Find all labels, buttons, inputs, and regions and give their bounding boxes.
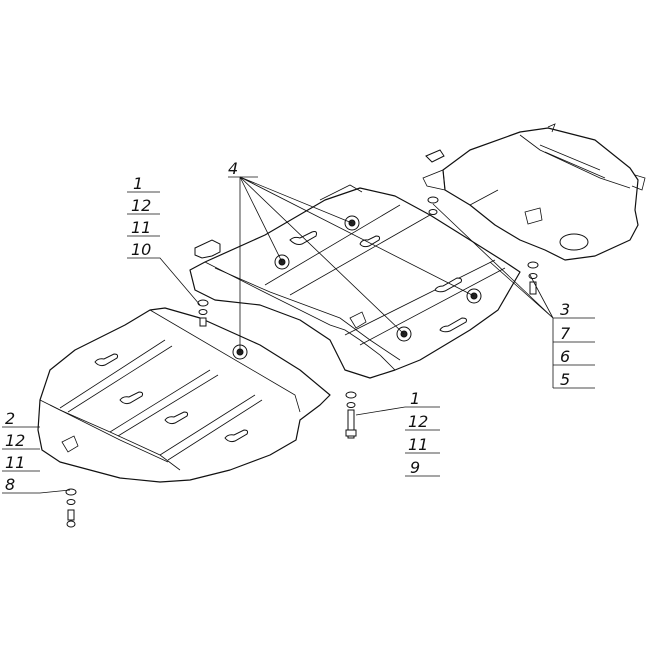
fastener-stack-bottom-left — [65, 488, 77, 528]
label-left-top-10: 10 — [131, 240, 151, 259]
front-plate — [37, 307, 331, 483]
label-right-7: 7 — [560, 324, 571, 343]
label-right-6: 6 — [560, 347, 570, 366]
label-right-5: 5 — [560, 370, 570, 389]
bracket-left — [194, 239, 221, 259]
label-left-bottom-2: 2 — [5, 409, 15, 428]
label-left-top-11: 11 — [131, 218, 151, 237]
label-left-bottom-12: 12 — [5, 431, 25, 450]
label-left-bottom-8: 8 — [5, 475, 15, 494]
label-center-12: 12 — [408, 412, 428, 431]
label-right-3: 3 — [560, 300, 570, 319]
fastener-stack-center — [345, 391, 357, 439]
label-center-1: 1 — [410, 389, 420, 408]
label-center-9: 9 — [410, 458, 420, 477]
label-center-11: 11 — [408, 435, 428, 454]
bracket-right-top — [425, 149, 445, 163]
label-left-top-1: 1 — [133, 174, 143, 193]
label-left-top-12: 12 — [131, 196, 151, 215]
fastener-stack-left — [197, 299, 209, 327]
rear-plate — [422, 123, 646, 261]
label-left-bottom-11: 11 — [5, 453, 25, 472]
callout-4: 4 — [228, 159, 238, 178]
